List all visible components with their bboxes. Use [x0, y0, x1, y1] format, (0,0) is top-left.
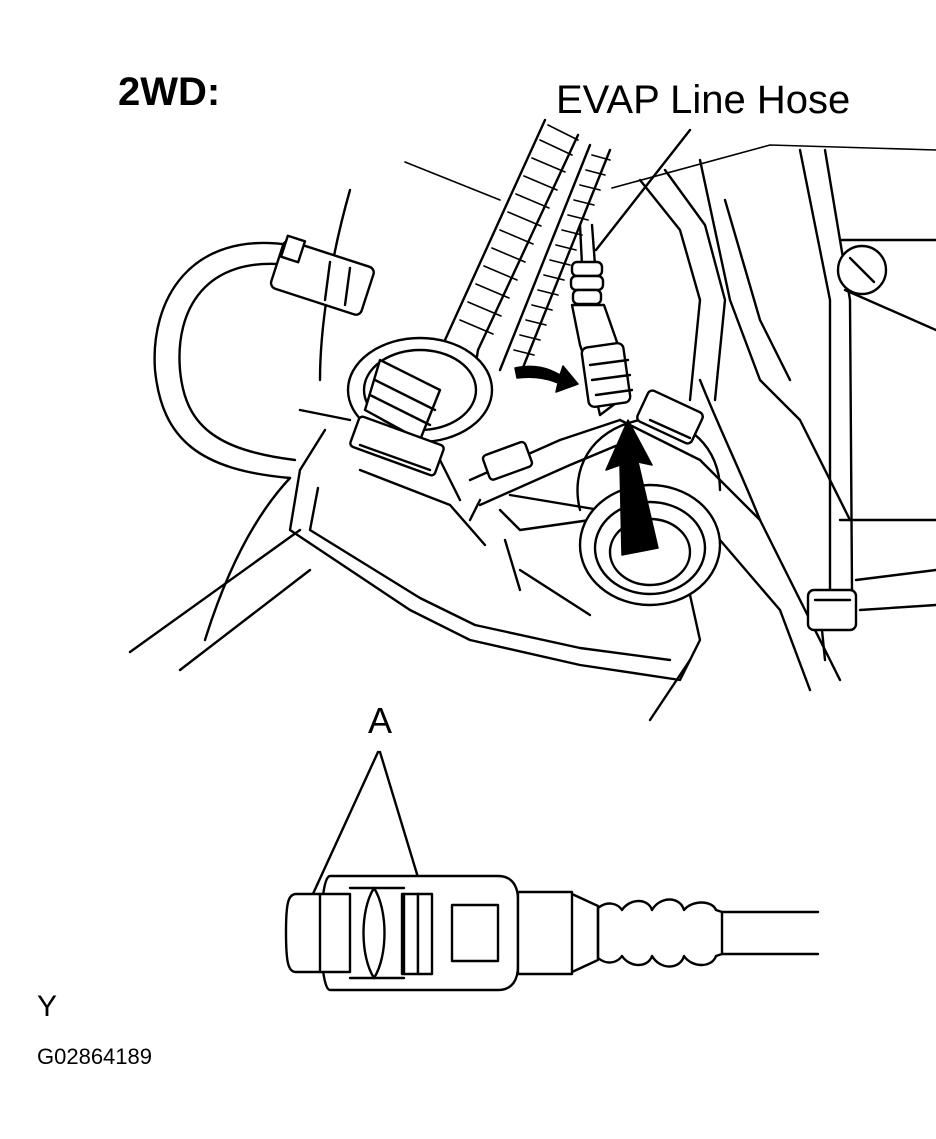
detail-connector — [284, 874, 820, 992]
evap-line-hose-label: EVAP Line Hose — [556, 78, 851, 122]
detail-a-label: A — [368, 700, 393, 741]
tank-body — [288, 428, 702, 682]
background-lines — [128, 144, 936, 722]
wire-harness-left — [153, 234, 375, 480]
small-hose-clamp — [468, 418, 632, 542]
right-hose-clamp — [636, 378, 762, 522]
vertical-pipes — [638, 148, 888, 662]
pull-arrow — [605, 419, 659, 556]
push-arrow — [514, 365, 579, 393]
figure-id: G02864189 — [37, 1044, 152, 1069]
left-grommet-connector — [346, 336, 494, 477]
corner-letter: Y — [37, 990, 58, 1023]
callout-a-leaders — [310, 750, 422, 898]
section-title: 2WD: — [118, 70, 221, 114]
corrugated-hose-rear — [498, 143, 612, 377]
evap-hose-connector — [569, 128, 692, 417]
